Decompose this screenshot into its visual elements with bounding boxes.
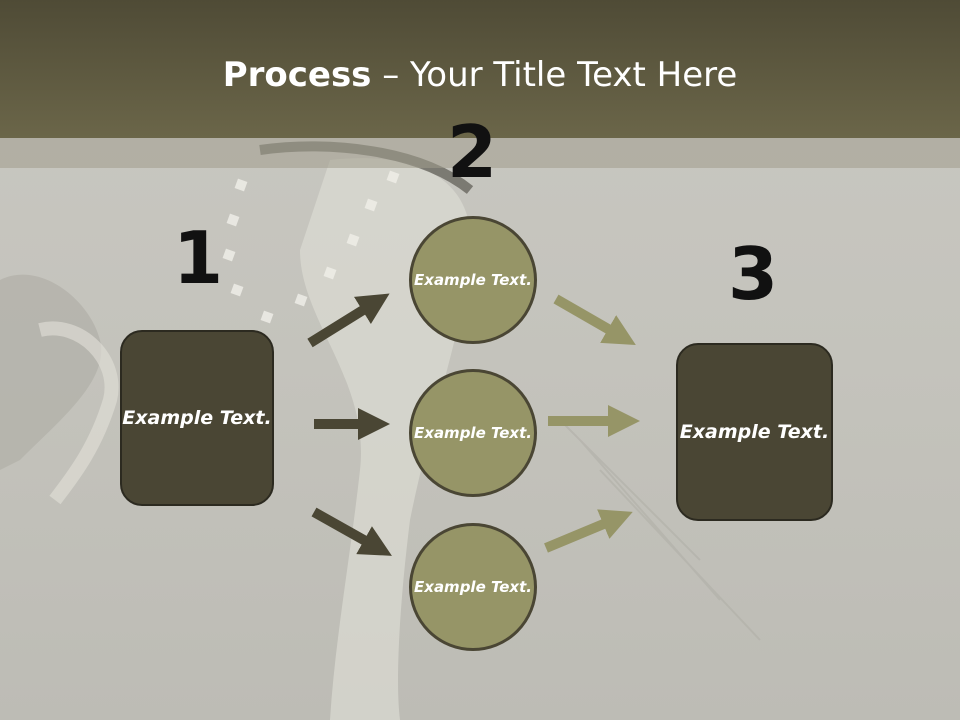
title-bar <box>0 0 960 138</box>
slide-title-bold: Process <box>222 55 372 95</box>
circle-node-middle-text: Example Text. <box>414 423 532 442</box>
title-bar-band <box>0 138 960 168</box>
left-step-box-text: Example Text. <box>122 406 272 429</box>
right-step-box: Example Text. <box>676 343 833 521</box>
arrow-left-to-top <box>307 293 390 348</box>
left-step-box: Example Text. <box>120 330 274 506</box>
circle-node-bottom-text: Example Text. <box>414 577 532 596</box>
step-number-1: 1 <box>172 216 224 300</box>
right-step-box-text: Example Text. <box>679 420 830 443</box>
step-number-2: 2 <box>446 110 498 194</box>
arrow-bottom-to-right <box>544 509 633 553</box>
arrow-left-to-bottom <box>311 507 392 556</box>
slide-title-rest: – Your Title Text Here <box>371 55 738 95</box>
slide-title: Process – Your Title Text Here <box>0 52 960 98</box>
circle-node-top-text: Example Text. <box>414 270 532 289</box>
arrow-top-to-right <box>553 294 636 345</box>
circle-node-top: Example Text. <box>409 216 537 344</box>
step-number-3: 3 <box>727 232 779 316</box>
circle-node-bottom: Example Text. <box>409 523 537 651</box>
circle-node-middle: Example Text. <box>409 369 537 497</box>
